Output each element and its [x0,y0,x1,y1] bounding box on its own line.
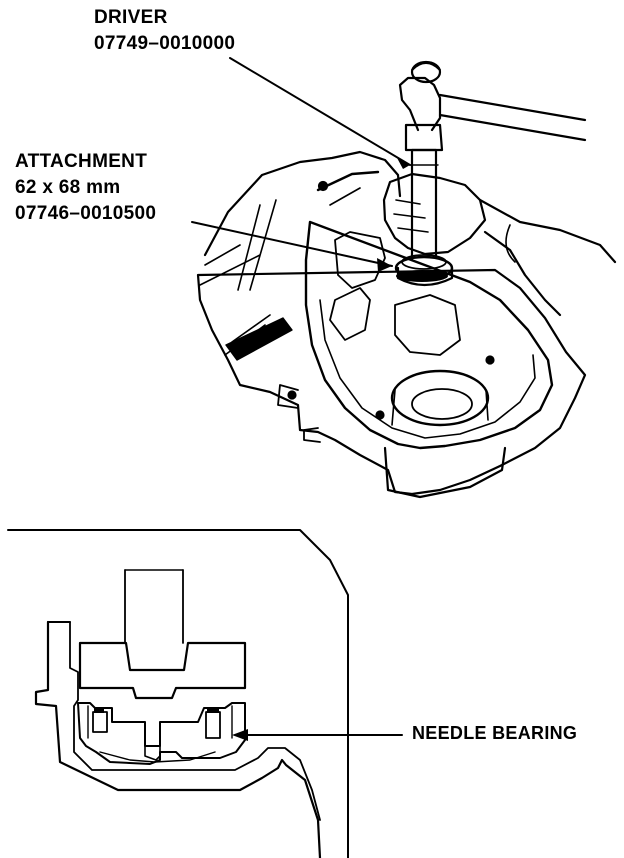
driver-part-number: 07749–0010000 [94,33,236,54]
attachment-size-label: 62 x 68 mm [15,177,121,198]
driver-name-label: DRIVER [94,7,168,28]
needle-bearing-leader [232,729,403,741]
attachment-arrowhead [377,258,392,272]
section-detail [7,529,349,858]
hand [382,172,617,317]
leader-lines [191,57,411,267]
attachment-leader-line [191,221,393,267]
driver-tool [394,60,587,287]
driver-leader-line [229,57,411,166]
needle-bearing-label: NEEDLE BEARING [412,723,578,743]
transmission-case [196,150,587,499]
attachment-part-number: 07746–0010500 [15,203,157,224]
attachment-name-label: ATTACHMENT [15,151,148,172]
driver-arrowhead [396,156,410,169]
